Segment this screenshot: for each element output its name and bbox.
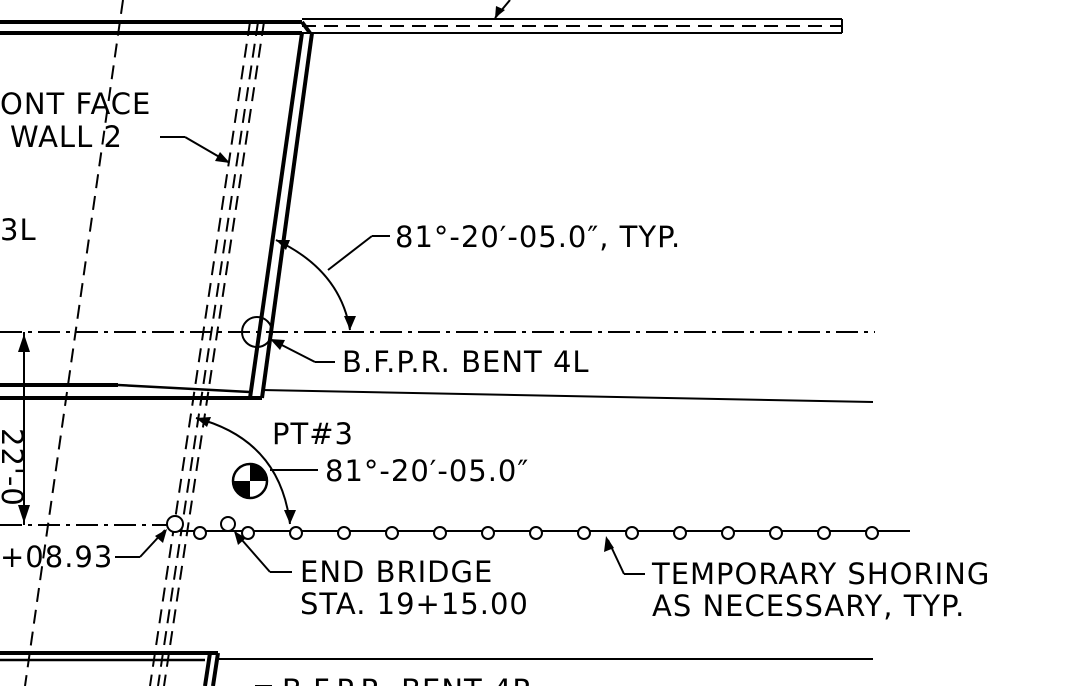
top-edge-lines	[0, 0, 843, 35]
survey-control-point-icon	[231, 462, 269, 500]
end-bridge-label-line2: STA. 19+15.00	[300, 587, 529, 621]
angle-arcs	[195, 235, 390, 525]
shoring-label-line2: AS NECESSARY, TYP.	[652, 589, 965, 623]
front-face-label-line1: ONT FACE	[0, 87, 151, 121]
shoring-label-line1: TEMPORARY SHORING	[651, 557, 990, 591]
angle-typ-label: 81°-20′-05.0″, TYP.	[395, 220, 681, 254]
bfpr-bent-4r-label: B.F.P.R. BENT 4R	[282, 673, 534, 686]
bottom-slab	[0, 651, 873, 686]
vertical-dimension: 22'-0	[0, 332, 30, 525]
wall-face-dashed-lines	[24, 0, 265, 686]
front-face-label-line2: WALL 2	[10, 120, 123, 154]
bfpr-bent-4l-label: B.F.P.R. BENT 4L	[342, 345, 590, 379]
pt3-label: PT#3	[272, 417, 354, 451]
temporary-shoring-line	[166, 515, 910, 540]
annotation-labels: ONT FACE WALL 2 3L 81°-20′-05.0″, TYP. B…	[0, 87, 990, 686]
centerlines	[0, 331, 875, 526]
end-bridge-label-line1: END BRIDGE	[300, 555, 493, 589]
station-left-label: +08.93	[0, 540, 113, 574]
bent-3l-label: 3L	[0, 213, 37, 247]
angle-pt3-label: 81°-20′-05.0″	[325, 454, 529, 488]
dimension-text: 22'-0	[0, 428, 29, 507]
leaders	[115, 136, 645, 575]
bent-4l-circle	[241, 316, 273, 348]
